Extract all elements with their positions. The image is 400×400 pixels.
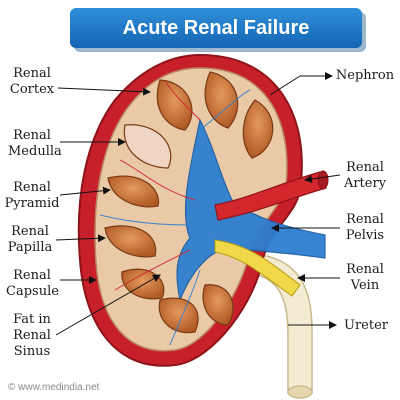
cortex-vessels [99, 79, 251, 346]
label-renal-pyramid: Renal Pyramid [4, 180, 60, 211]
label-renal-cortex: Renal Cortex [9, 66, 55, 97]
label-renal-papilla: Renal Papilla [7, 224, 53, 255]
label-ureter: Ureter [344, 318, 388, 333]
label-fat-in-renal-sinus: Fat in Renal Sinus [13, 312, 51, 359]
leader-lines [55, 72, 341, 336]
label-renal-artery: Renal Artery [343, 160, 387, 191]
renal-artery-opening [317, 170, 329, 190]
page-title: Acute Renal Failure [70, 8, 362, 48]
label-renal-pelvis: Renal Pelvis [345, 212, 385, 243]
title-banner: Acute Renal Failure [70, 8, 366, 52]
label-nephron: Nephron [335, 68, 395, 83]
label-renal-capsule: Renal Capsule [6, 268, 59, 299]
ureter-opening [287, 385, 313, 399]
renal-vein [214, 239, 301, 297]
label-renal-vein: Renal Vein [346, 262, 384, 293]
watermark-text: © www.medindia.net [8, 382, 100, 393]
pyramids [104, 71, 274, 334]
label-renal-medulla: Renal Medulla [8, 128, 62, 159]
